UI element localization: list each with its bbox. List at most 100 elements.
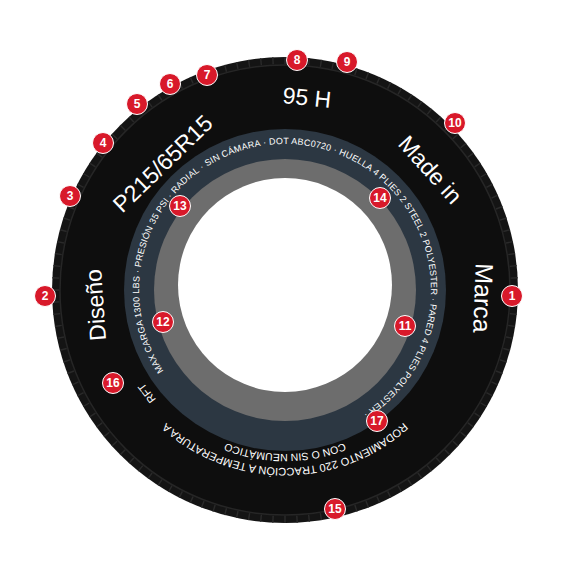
tread-notch [481, 403, 487, 407]
callout-circle: 5 [126, 93, 148, 115]
tread-notch [148, 473, 152, 479]
tread-notch [120, 450, 125, 455]
callout-circle: 4 [92, 132, 114, 154]
tread-notch [461, 432, 466, 436]
callout-circle: 17 [366, 410, 388, 432]
tread-notch [158, 480, 162, 486]
tread-notch [486, 184, 492, 187]
rim-hole [178, 178, 392, 392]
callout-number: 3 [67, 190, 74, 202]
tread-notch [249, 60, 250, 67]
tread-notch [225, 65, 227, 72]
tread-notch [112, 441, 117, 446]
tread-notches [52, 57, 518, 523]
tread-notch [90, 413, 96, 417]
tread-notch [53, 313, 60, 315]
callout-number: 6 [167, 78, 174, 90]
tread-notch [158, 95, 162, 101]
callout-circle: 14 [369, 187, 391, 209]
tread-notch [213, 505, 215, 512]
callout-circle: 6 [159, 73, 181, 95]
tread-notch [129, 117, 134, 122]
tread-notch [475, 163, 481, 167]
tread-notch [510, 265, 517, 267]
tread-notch [190, 496, 193, 502]
tread-notch [320, 60, 321, 67]
tread-notch [468, 423, 474, 427]
callout-number: 9 [344, 56, 351, 68]
tread-notch [418, 473, 422, 479]
tread-notch [503, 348, 510, 350]
callout-number: 4 [100, 137, 107, 149]
tread-notch [427, 109, 431, 114]
tread-notch [320, 513, 321, 520]
tread-notch [418, 102, 422, 108]
callout-circle: 12 [152, 311, 174, 333]
tread-notch [55, 325, 62, 326]
tread-notch [237, 511, 238, 518]
tread-notch [511, 277, 518, 279]
tread-notch [104, 432, 109, 436]
callout-number: 14 [373, 192, 386, 204]
tread-notch [77, 184, 83, 187]
tread-notch [67, 371, 74, 374]
callout-circle: 16 [102, 372, 124, 394]
callout-circle: 10 [444, 112, 466, 134]
callout-circle: 8 [286, 49, 308, 71]
tire-sidewall [60, 65, 510, 515]
tread-notch [503, 230, 510, 232]
tread-notch [332, 62, 333, 69]
tread-notch [427, 466, 431, 471]
tread-notch [366, 72, 369, 79]
tread-notch [408, 480, 412, 486]
tread-notch [260, 58, 262, 65]
callout-circle: 9 [336, 51, 358, 73]
tread-notch [468, 153, 474, 157]
tread-notch [83, 174, 89, 178]
callout-number: 5 [134, 98, 141, 110]
callout-number: 17 [370, 415, 383, 427]
tread-notch [284, 516, 285, 523]
tread-notch [138, 466, 142, 471]
tread-notch [475, 413, 481, 417]
tread-notch [52, 277, 59, 279]
tread-notch [63, 218, 70, 220]
tread-notch [55, 254, 62, 255]
callout-number: 15 [328, 503, 341, 515]
tread-notch [388, 82, 391, 88]
callout-circle: 15 [324, 498, 346, 520]
callout-circle: 11 [394, 315, 416, 337]
tread-notch [508, 254, 515, 255]
tread-notch [436, 458, 441, 463]
callout-number: 7 [204, 69, 211, 81]
tread-notch [508, 325, 515, 326]
tread-notch [148, 102, 152, 108]
tread-notch [366, 501, 369, 508]
tread-notch [398, 486, 402, 492]
tread-notch [97, 423, 103, 427]
tread-notch [225, 508, 227, 515]
tread-notch [355, 505, 357, 512]
sidewall-arc-text: CON O SIN NEUMÁTICO [223, 441, 348, 464]
tread-notch [120, 125, 125, 130]
tread-notch [179, 491, 182, 497]
tread-notch [260, 515, 262, 522]
tread-notch [296, 516, 298, 523]
tire-tread [52, 57, 518, 523]
tread-notch [308, 515, 310, 522]
rim-band [124, 129, 446, 451]
tread-notch [377, 77, 380, 83]
tread-notch [53, 265, 60, 267]
tread-notch [272, 57, 274, 64]
tread-notch [60, 348, 67, 350]
tread-notch [60, 230, 67, 232]
callout-circle: 7 [196, 64, 218, 86]
callout-number: 8 [294, 54, 301, 66]
sidewall-arc-texts: MAX CARGA 1300 LBS · PRESIÓN 35 PSI · RA… [131, 136, 439, 478]
tread-notch [506, 242, 513, 243]
tread-notch [57, 242, 64, 243]
tread-notch [481, 174, 487, 178]
tread-notch [388, 491, 391, 497]
tread-notch [57, 337, 64, 338]
tread-notch [491, 382, 497, 385]
